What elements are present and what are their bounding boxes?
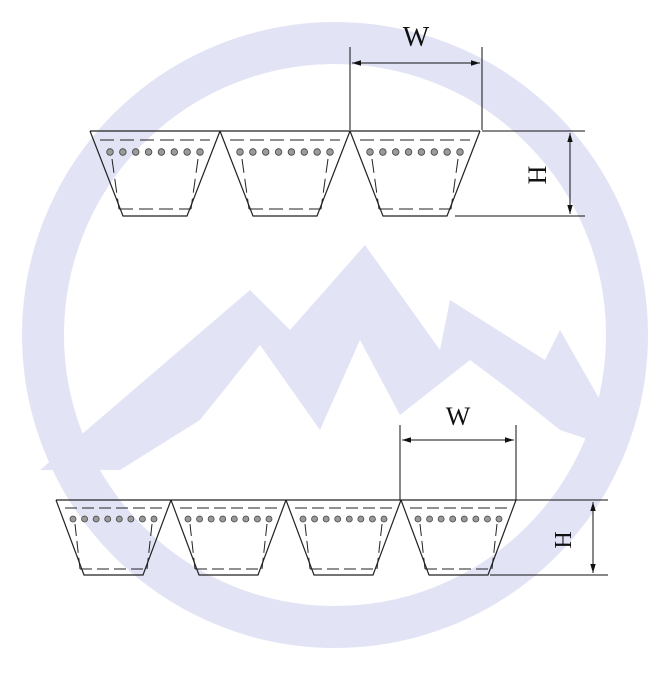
tensile-cord (115, 515, 123, 523)
tensile-cord (230, 515, 238, 523)
tensile-cord (379, 148, 387, 156)
rib-inner-dashed-side (241, 158, 250, 210)
tensile-cord (437, 515, 445, 523)
rib-inner-dashed-side (450, 158, 459, 210)
tensile-cord (299, 515, 307, 523)
tensile-cord (495, 515, 503, 523)
tensile-cord (157, 148, 166, 156)
tensile-cord (236, 148, 244, 156)
tensile-cord (300, 148, 308, 156)
tensile-cord (417, 148, 426, 156)
rib-inner-dashed-side (261, 523, 268, 570)
height-dimension: H (490, 499, 608, 576)
tensile-cord (313, 148, 321, 156)
v-rib-outline (55, 499, 172, 576)
tensile-cord (150, 515, 158, 523)
height-dimension: H (455, 130, 585, 217)
tensile-cord (196, 515, 203, 523)
tensile-cord (81, 515, 88, 523)
tensile-cord (104, 515, 112, 523)
tensile-cord (69, 515, 77, 523)
height-label: H (551, 531, 577, 548)
v-rib-outline (170, 499, 287, 576)
tensile-cord (414, 515, 422, 523)
watermark-ring (22, 22, 648, 648)
tensile-cord (242, 515, 250, 523)
tensile-cord (254, 515, 261, 523)
tensile-cord (443, 148, 451, 156)
watermark-logo-icon (22, 22, 648, 648)
belt-ribs (89, 130, 481, 217)
rib-inner-dashed-side (304, 523, 311, 570)
tensile-cord (119, 148, 127, 156)
tensile-cord (484, 515, 491, 523)
rib-inner-dashed-side (376, 523, 383, 570)
width-dimension: W (349, 22, 483, 130)
watermark-mountains (40, 245, 620, 470)
tensile-cord (322, 515, 330, 523)
tensile-cord (472, 515, 480, 523)
tensile-cord (460, 515, 468, 523)
tensile-cord (265, 515, 273, 523)
tensile-cord (132, 148, 140, 156)
rib-inner-dashed-side (320, 158, 329, 210)
v-rib-outline (89, 130, 221, 217)
height-label: H (523, 165, 552, 184)
tensile-cord (366, 148, 374, 156)
rib-inner-dashed-side (491, 523, 498, 570)
tensile-cord (426, 515, 433, 523)
tensile-cord (430, 148, 438, 156)
tensile-cord (380, 515, 388, 523)
rib-inner-dashed-side (74, 523, 81, 570)
tensile-cord (249, 148, 257, 156)
tensile-cord (274, 148, 283, 156)
width-label: W (446, 402, 471, 431)
tensile-cord (392, 148, 400, 156)
width-label: W (403, 22, 430, 53)
tensile-cord (219, 515, 227, 523)
tensile-cord (184, 515, 192, 523)
belt-ribs (55, 499, 517, 576)
tensile-cord (449, 515, 457, 523)
tensile-cord (139, 515, 146, 523)
tensile-cord (345, 515, 353, 523)
rib-inner-dashed-side (419, 523, 426, 570)
tensile-cord (334, 515, 342, 523)
rib-inner-dashed-side (111, 158, 120, 210)
tensile-cord (106, 148, 114, 156)
four-rib-belt: W H (55, 402, 608, 576)
tensile-cord (287, 148, 296, 156)
rib-inner-dashed-side (371, 158, 380, 210)
rib-inner-dashed-side (190, 158, 199, 210)
tensile-cord (207, 515, 215, 523)
tensile-cord (404, 148, 413, 156)
tensile-cord (326, 148, 334, 156)
v-rib-outline (219, 130, 351, 217)
tensile-cord (196, 148, 204, 156)
tensile-cord (127, 515, 135, 523)
tensile-cord (183, 148, 191, 156)
tensile-cord (311, 515, 318, 523)
tensile-cord (170, 148, 178, 156)
v-rib-outline (400, 499, 517, 576)
tensile-cord (262, 148, 270, 156)
tensile-cord (144, 148, 153, 156)
rib-inner-dashed-side (146, 523, 153, 570)
tensile-cord (369, 515, 376, 523)
tensile-cord (92, 515, 100, 523)
v-rib-outline (285, 499, 402, 576)
three-rib-belt: W H (89, 22, 585, 217)
tensile-cord (357, 515, 365, 523)
width-dimension: W (399, 402, 517, 500)
rib-inner-dashed-side (189, 523, 196, 570)
v-rib-outline (349, 130, 481, 217)
tensile-cord (456, 148, 464, 156)
